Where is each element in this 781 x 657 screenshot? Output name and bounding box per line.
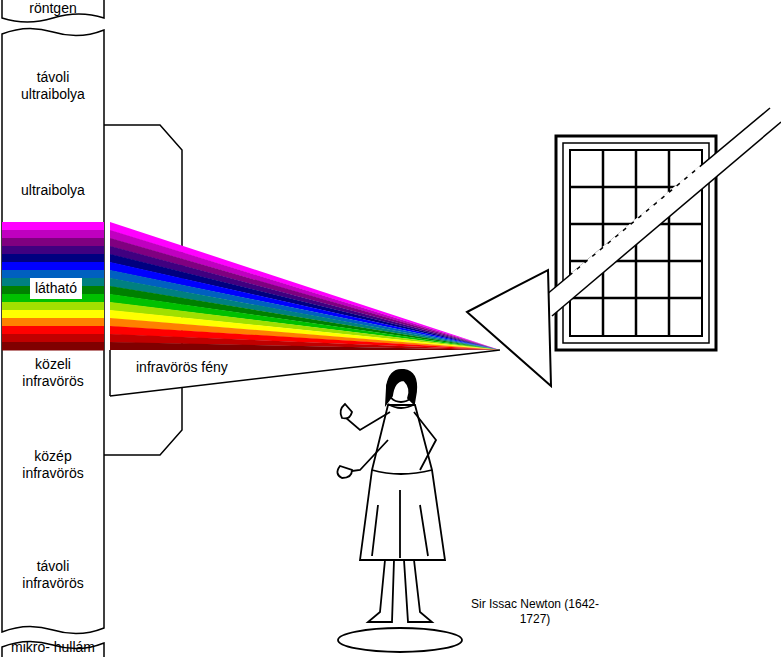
spectrum-band <box>2 254 104 263</box>
spectrum-band <box>2 326 104 335</box>
fan-band <box>110 310 500 350</box>
infrared-wedge <box>110 350 500 396</box>
spectrum-band-label: ultraibolya <box>4 170 102 210</box>
fan-band <box>110 294 500 350</box>
infrared-edge <box>110 350 500 396</box>
fan-band <box>110 326 500 350</box>
spectrum-band <box>2 342 104 351</box>
fan-band <box>110 262 500 350</box>
band-name: távoli ultraibolya <box>4 69 102 103</box>
scale-strip <box>2 28 104 633</box>
band-name: röntgen <box>29 0 76 17</box>
spectrum-band-label: mikro- hullám <box>4 638 102 657</box>
band-name: közép infravörös <box>4 448 102 482</box>
light-beam <box>540 108 781 316</box>
band-name: ultraibolya <box>21 182 85 199</box>
wedge-label: infravörös fény <box>136 359 336 376</box>
spectrum-band <box>2 334 104 343</box>
spectrum-band-label: közép infravörös <box>4 440 102 490</box>
fan-band <box>110 230 500 350</box>
fan-band <box>110 246 500 350</box>
fan-band <box>110 238 500 350</box>
spectrum-band-label: közeli infravörös <box>4 350 102 396</box>
band-name: közeli infravörös <box>4 356 102 390</box>
spectrum-band <box>2 318 104 327</box>
spectrum-band <box>2 262 104 271</box>
fan-band <box>110 270 500 350</box>
spectrum-band-label: távoli infravörös <box>4 550 102 600</box>
band-name: távoli infravörös <box>4 558 102 592</box>
spectrum-band <box>2 222 104 231</box>
fan-band <box>110 342 500 351</box>
fan-band <box>110 302 500 350</box>
prism <box>467 270 551 386</box>
fan-band <box>110 334 500 350</box>
spectrum-band <box>2 310 104 319</box>
spectrum-band-label: röntgen <box>4 0 102 17</box>
infrared-edge <box>109 350 111 396</box>
newton-figure <box>337 370 462 652</box>
band-name: látható <box>35 280 77 297</box>
spectrum-band <box>2 302 104 311</box>
fan-band <box>110 286 500 350</box>
spectrum-band <box>2 230 104 239</box>
spectrum-band <box>2 238 104 247</box>
caption-label: Sir Issac Newton (1642-1727) <box>470 597 600 627</box>
scale-piece <box>2 0 104 22</box>
visible-label-box: látható <box>30 278 82 299</box>
fan-band <box>110 254 500 350</box>
rainbow-fan <box>2 222 500 351</box>
band-name: mikro- hullám <box>11 639 95 656</box>
spectrum-band-label: távoli ultraibolya <box>4 56 102 116</box>
spectrum-band <box>2 246 104 255</box>
fan-band <box>110 318 500 350</box>
fan-band <box>110 278 500 350</box>
fan-band <box>110 222 500 350</box>
